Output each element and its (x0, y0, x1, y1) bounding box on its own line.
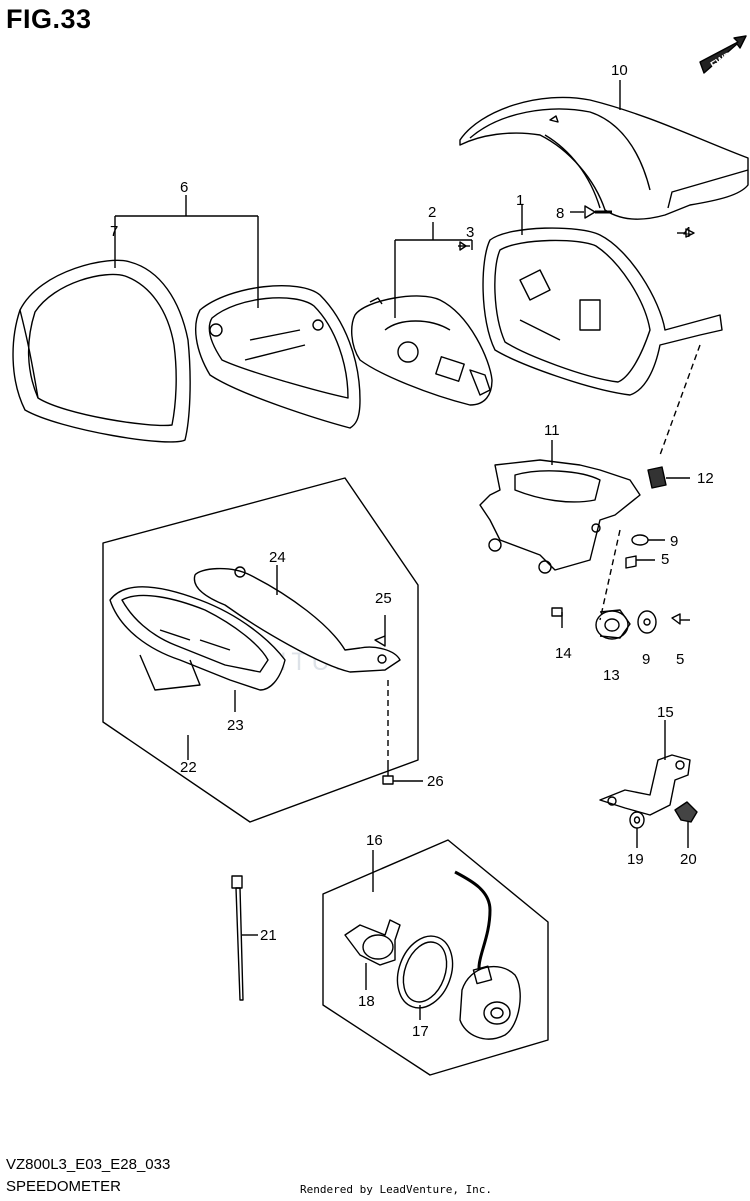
callout-23: 23 (227, 717, 244, 734)
callout-26: 26 (427, 773, 444, 790)
callout-1: 1 (516, 192, 524, 209)
callout-19: 19 (627, 851, 644, 868)
callout-22: 22 (180, 759, 197, 776)
part-2-meter-board (351, 295, 493, 406)
render-credit: Rendered by LeadVenture, Inc. (300, 1183, 493, 1196)
part-4-screw (677, 228, 695, 238)
page-title: FIG.33 (6, 4, 92, 34)
callout-10: 10 (611, 62, 628, 79)
part-9-washer-a (631, 534, 665, 546)
part-26-screw (382, 760, 423, 785)
callout-8: 8 (556, 205, 564, 222)
part-14-bolt (551, 607, 563, 628)
callout-17: 17 (412, 1023, 429, 1040)
part-17-o-ring (396, 935, 454, 1020)
part-8-screw (570, 205, 612, 219)
part-16-socket (454, 870, 521, 1040)
part-19-washer (629, 811, 645, 848)
part-12-grommet (647, 466, 690, 489)
callout-20: 20 (680, 851, 697, 868)
callout-5b: 5 (676, 651, 684, 668)
callout-16: 16 (366, 832, 383, 849)
part-20-clamp (674, 801, 698, 848)
part-5-screw-b (671, 613, 690, 625)
callout-13: 13 (603, 667, 620, 684)
part-11-meter-bracket (479, 459, 641, 574)
callout-24: 24 (269, 549, 286, 566)
fwd-badge-label: FWD (709, 50, 734, 71)
part-15-stay (599, 754, 691, 816)
part-23-indicator-lens (109, 586, 286, 691)
fwd-arrow-icon: FWD (699, 35, 747, 74)
callout-7: 7 (110, 223, 118, 240)
part-13-cushion (595, 609, 631, 640)
part-9-washer-b (637, 610, 657, 634)
part-6-lens-housing (195, 285, 361, 429)
callout-15: 15 (657, 704, 674, 721)
callout-3: 3 (466, 224, 474, 241)
part-1-meter-case (482, 227, 723, 396)
part-10-meter-cover (459, 96, 749, 220)
part-24-lens-bracket (193, 566, 401, 673)
callout-18: 18 (358, 993, 375, 1010)
callout-9a: 9 (670, 533, 678, 550)
callout-4: 4 (683, 224, 691, 241)
part-18-bulb-holder (344, 919, 401, 990)
diagram-subtitle: SPEEDOMETER (6, 1178, 122, 1195)
callout-5a: 5 (661, 551, 669, 568)
part-21-cable-tie (231, 875, 258, 1001)
model-code: VZ800L3_E03_E28_033 (6, 1156, 171, 1173)
callout-6: 6 (180, 179, 188, 196)
callout-12: 12 (697, 470, 714, 487)
callout-25: 25 (375, 590, 392, 607)
callout-2: 2 (428, 204, 436, 221)
callout-11: 11 (544, 422, 560, 439)
part-7-bezel (12, 259, 191, 443)
callout-9b: 9 (642, 651, 650, 668)
part-3-screw (458, 241, 470, 251)
callout-21: 21 (260, 927, 277, 944)
part-5-screw-a (625, 555, 655, 569)
part-25-screw (374, 615, 386, 647)
callout-14: 14 (555, 645, 572, 662)
